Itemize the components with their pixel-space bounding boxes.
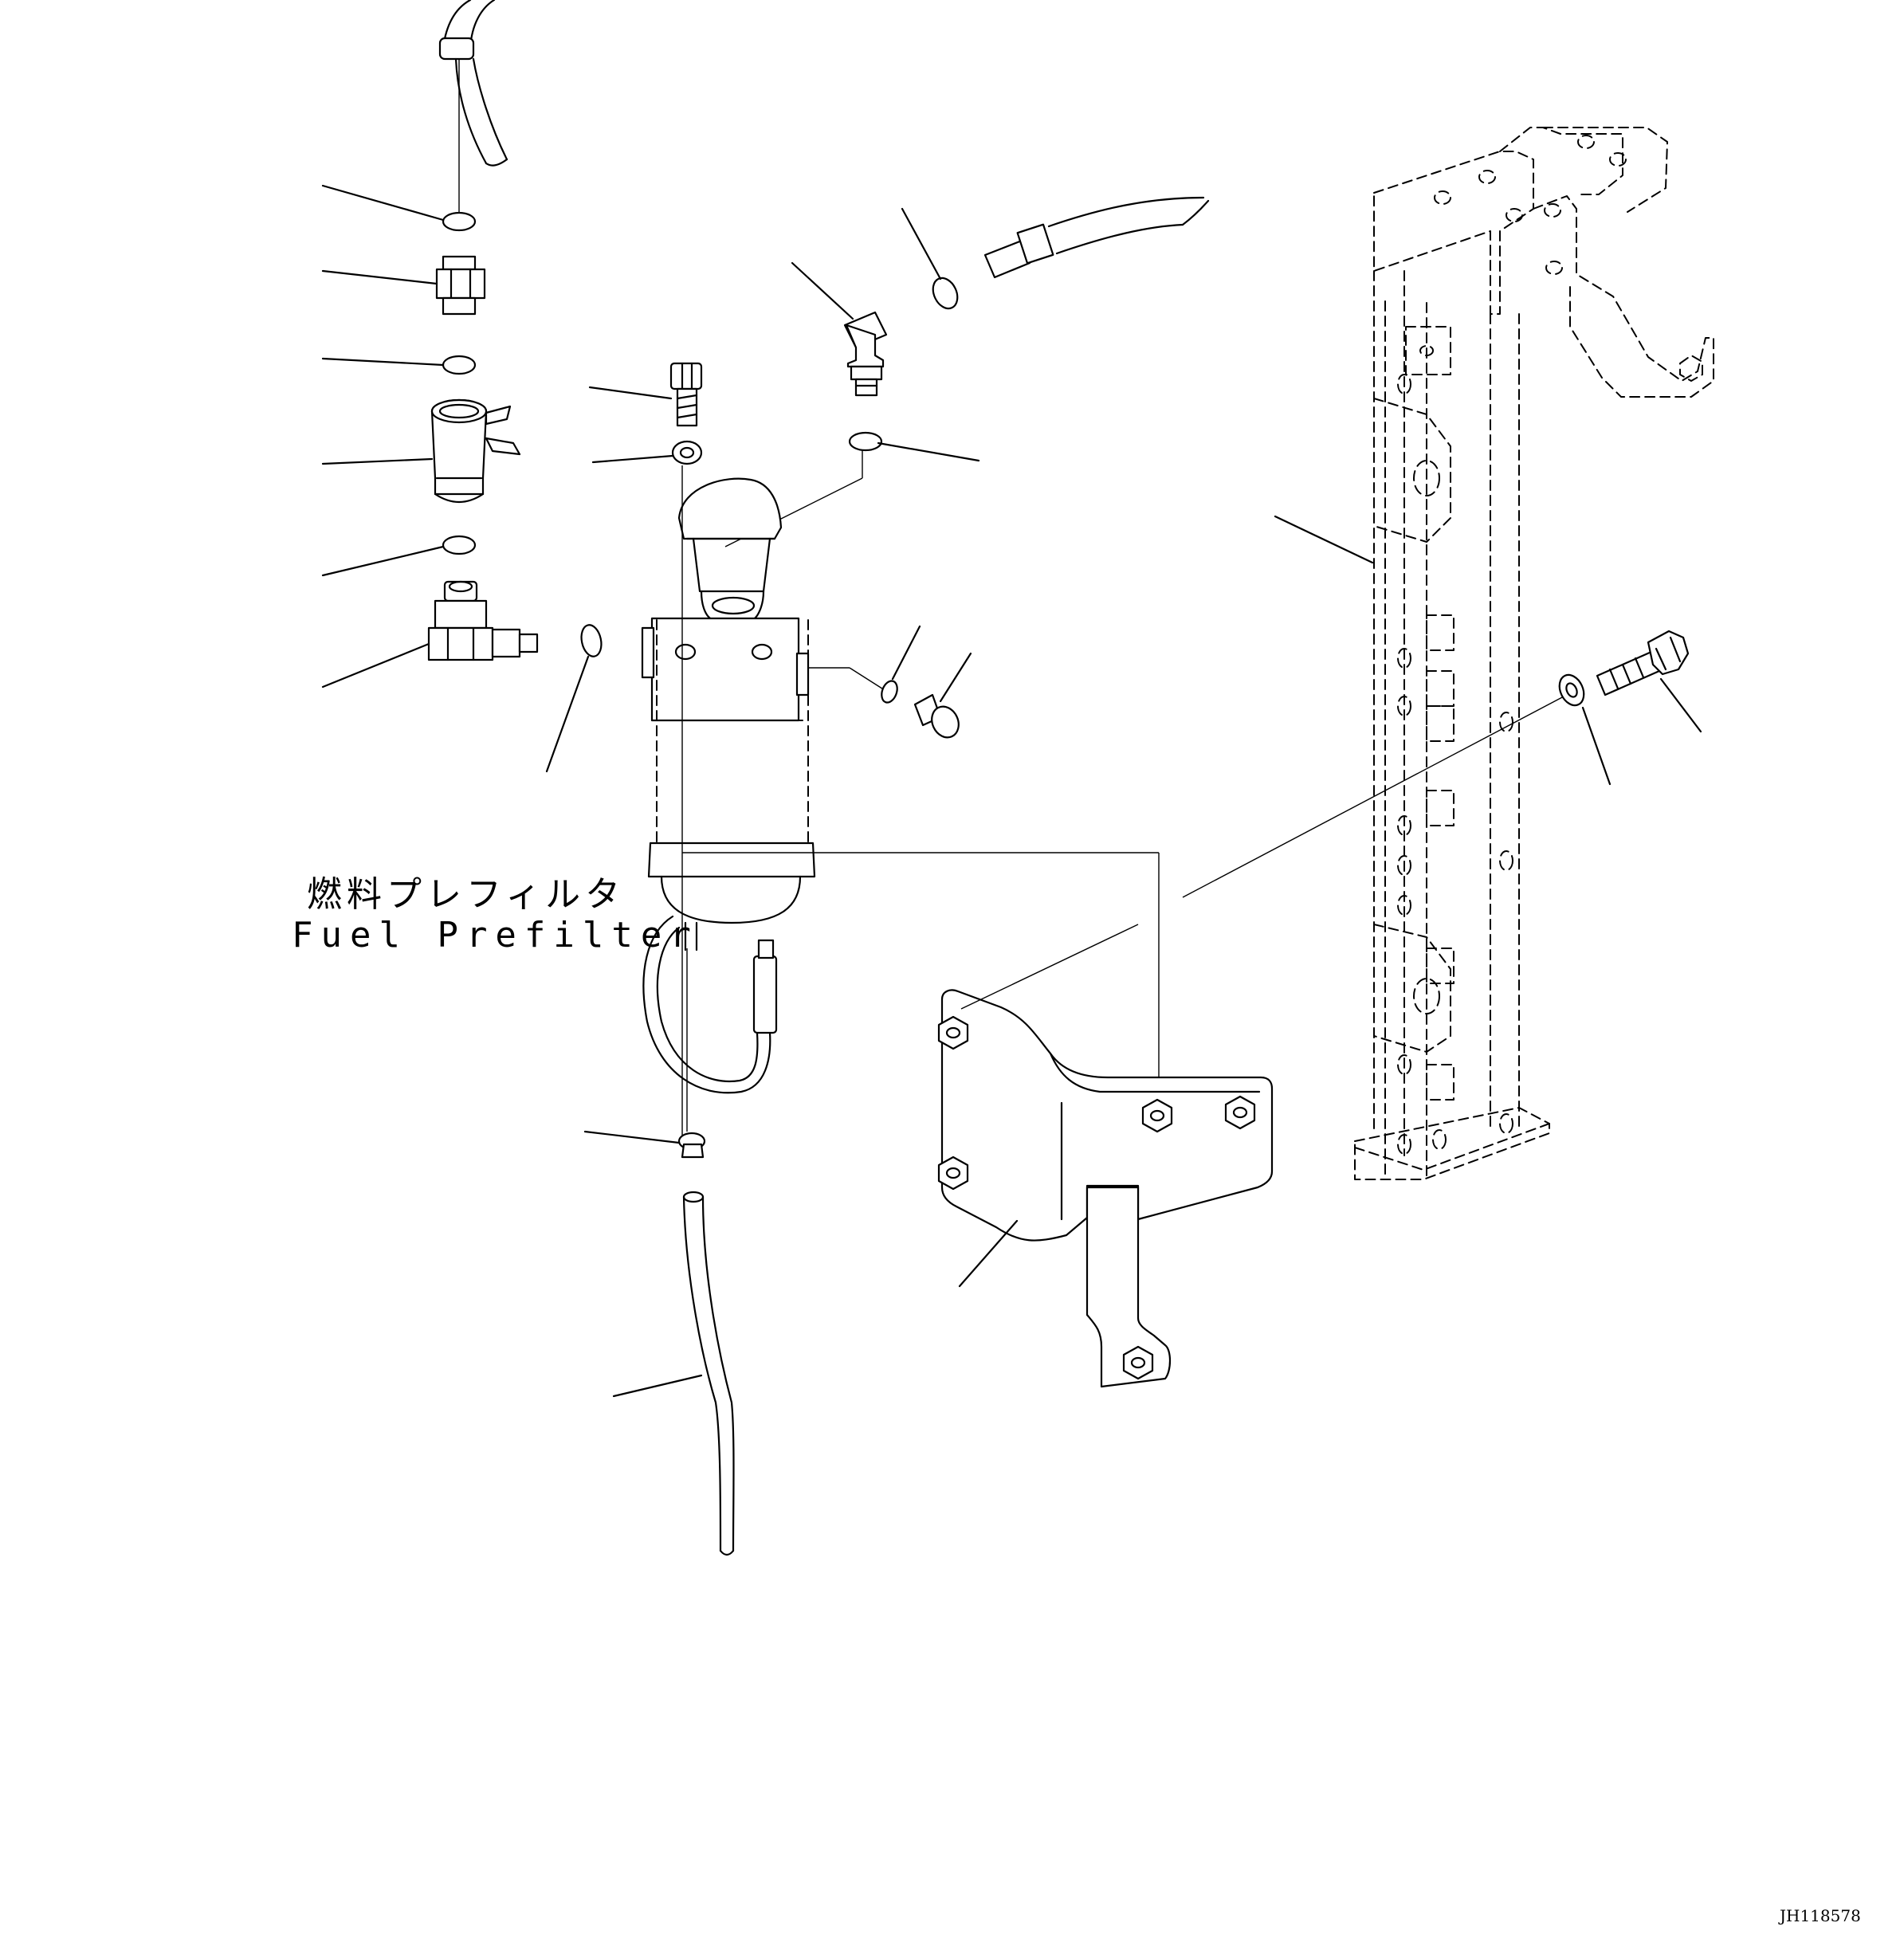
sight-tube (430, 398, 521, 503)
o-ring-4 (580, 624, 603, 657)
drawing-id: JH118578 (1780, 1906, 1861, 1925)
leader-lines-left (321, 184, 590, 773)
diagram-label-english: Fuel Prefilter (292, 915, 699, 955)
upper-hose (438, 0, 508, 214)
o-ring-2 (442, 355, 477, 375)
washer (591, 440, 703, 465)
hollow-bolt (588, 362, 703, 427)
frame-column (1274, 127, 1714, 1180)
fuel-prefilter-body (641, 465, 1160, 1140)
o-ring-3 (442, 535, 477, 555)
bolt-washer (1558, 673, 1612, 786)
fuel-hose-upper-right (983, 196, 1210, 279)
filter-mounting-bracket (937, 696, 1564, 1388)
drain-valve-tee (427, 580, 539, 661)
o-ring-1 (442, 211, 477, 232)
adapter-fitting (435, 255, 486, 316)
o-ring-elbow (901, 207, 959, 310)
hose-clip (583, 1130, 706, 1159)
mounting-bolt (1596, 630, 1702, 733)
lower-fuel-tube (612, 1191, 735, 1556)
drain-plug (808, 625, 972, 739)
elbow-fitting (791, 261, 888, 397)
diagram-label-japanese: 燃料プレフィルタ (307, 874, 626, 915)
